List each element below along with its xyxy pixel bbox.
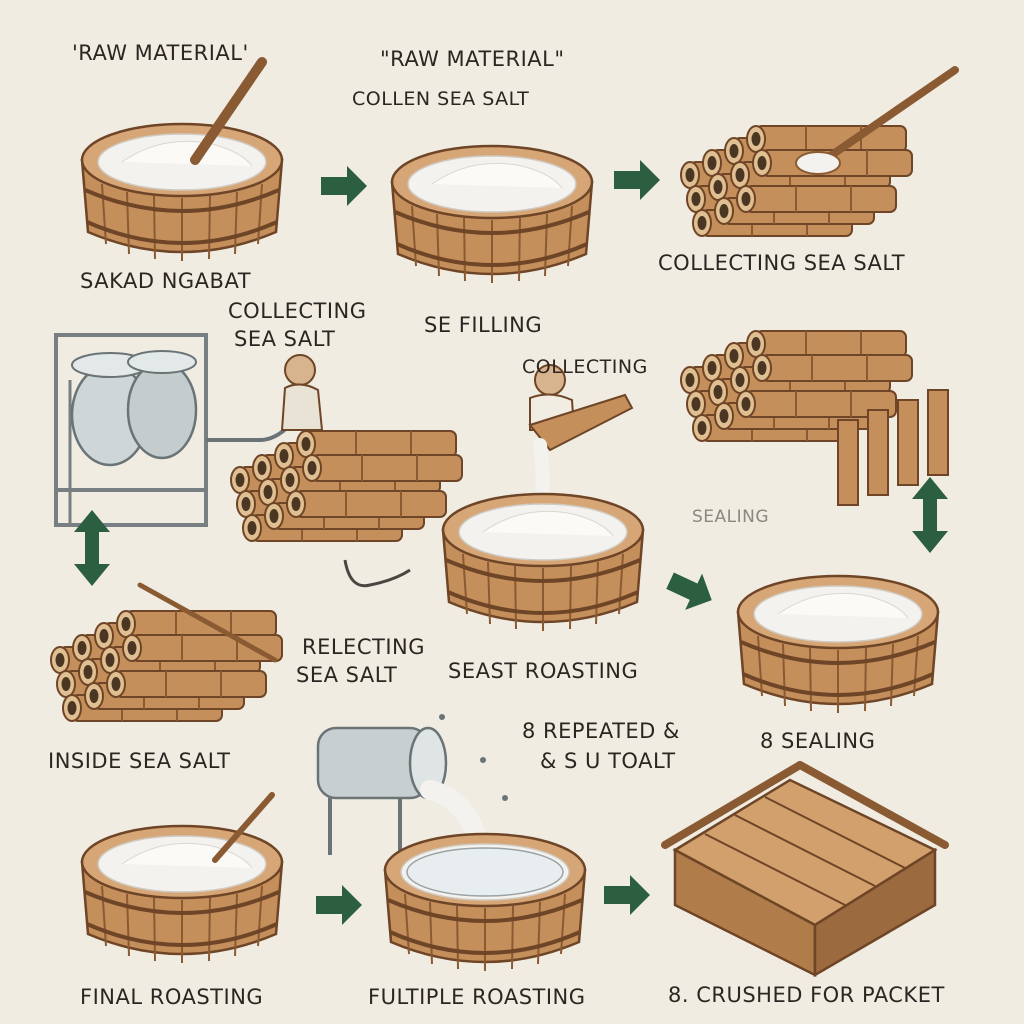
drum-pouring-into-tub [316,714,587,973]
label-sealing-faint: SEALING [692,507,770,527]
label-repeated-line2: & S U TOALT [540,749,676,773]
label-sealing-8: 8 SEALING [760,729,876,753]
bamboo-bundle-collecting [681,66,959,236]
label-collecting-line2: SEA SALT [234,327,336,351]
bamboo-crate [661,761,949,978]
label-collecting-line1: COLLECTING [228,299,367,323]
label-collecting-mid: COLLECTING [522,356,648,378]
label-fultiple-roasting: FULTIPLE ROASTING [368,985,586,1009]
label-collen-sea-salt: COLLEN SEA SALT [352,88,530,110]
tub-pouring-salt [441,364,645,633]
double-arrow-right [912,477,948,553]
label-raw-material-1: 'RAW MATERIAL' [72,41,249,65]
label-sakad-ngabat: SAKAD NGABAT [80,269,252,293]
metal-rack-with-drums [54,333,292,527]
arrow-right-3 [316,885,362,925]
label-raw-material-2: "RAW MATERIAL" [380,47,565,71]
label-repeated-line1: 8 REPEATED & [522,719,680,743]
arrow-right-4 [604,875,650,915]
label-final-roasting: FINAL ROASTING [80,985,264,1009]
label-se-filling: SE FILLING [424,313,543,337]
bamboo-bundle-relecting [51,582,282,721]
tub-sealing [736,574,940,715]
label-crushed-for-packet: 8. CRUSHED FOR PACKET [668,983,945,1007]
label-seast-roasting: SEAST ROASTING [448,659,639,683]
arrow-right-2 [614,160,660,200]
double-arrow-left [74,510,110,586]
tub-raw-material-2 [390,144,594,285]
label-relecting-line1: RELECTING [302,635,425,659]
bamboo-bundle-with-worker [231,354,462,588]
bamboo-bundle-sealing [681,331,949,506]
label-relecting-line2: SEA SALT [296,663,398,687]
tub-raw-material-1 [80,57,284,263]
label-collecting-sea-salt-top: COLLECTING SEA SALT [658,251,906,275]
arrow-right-diagonal [661,562,721,619]
label-inside-sea-salt: INSIDE SEA SALT [48,749,231,773]
arrow-right-1 [321,166,367,206]
tub-final-roasting [80,792,284,965]
